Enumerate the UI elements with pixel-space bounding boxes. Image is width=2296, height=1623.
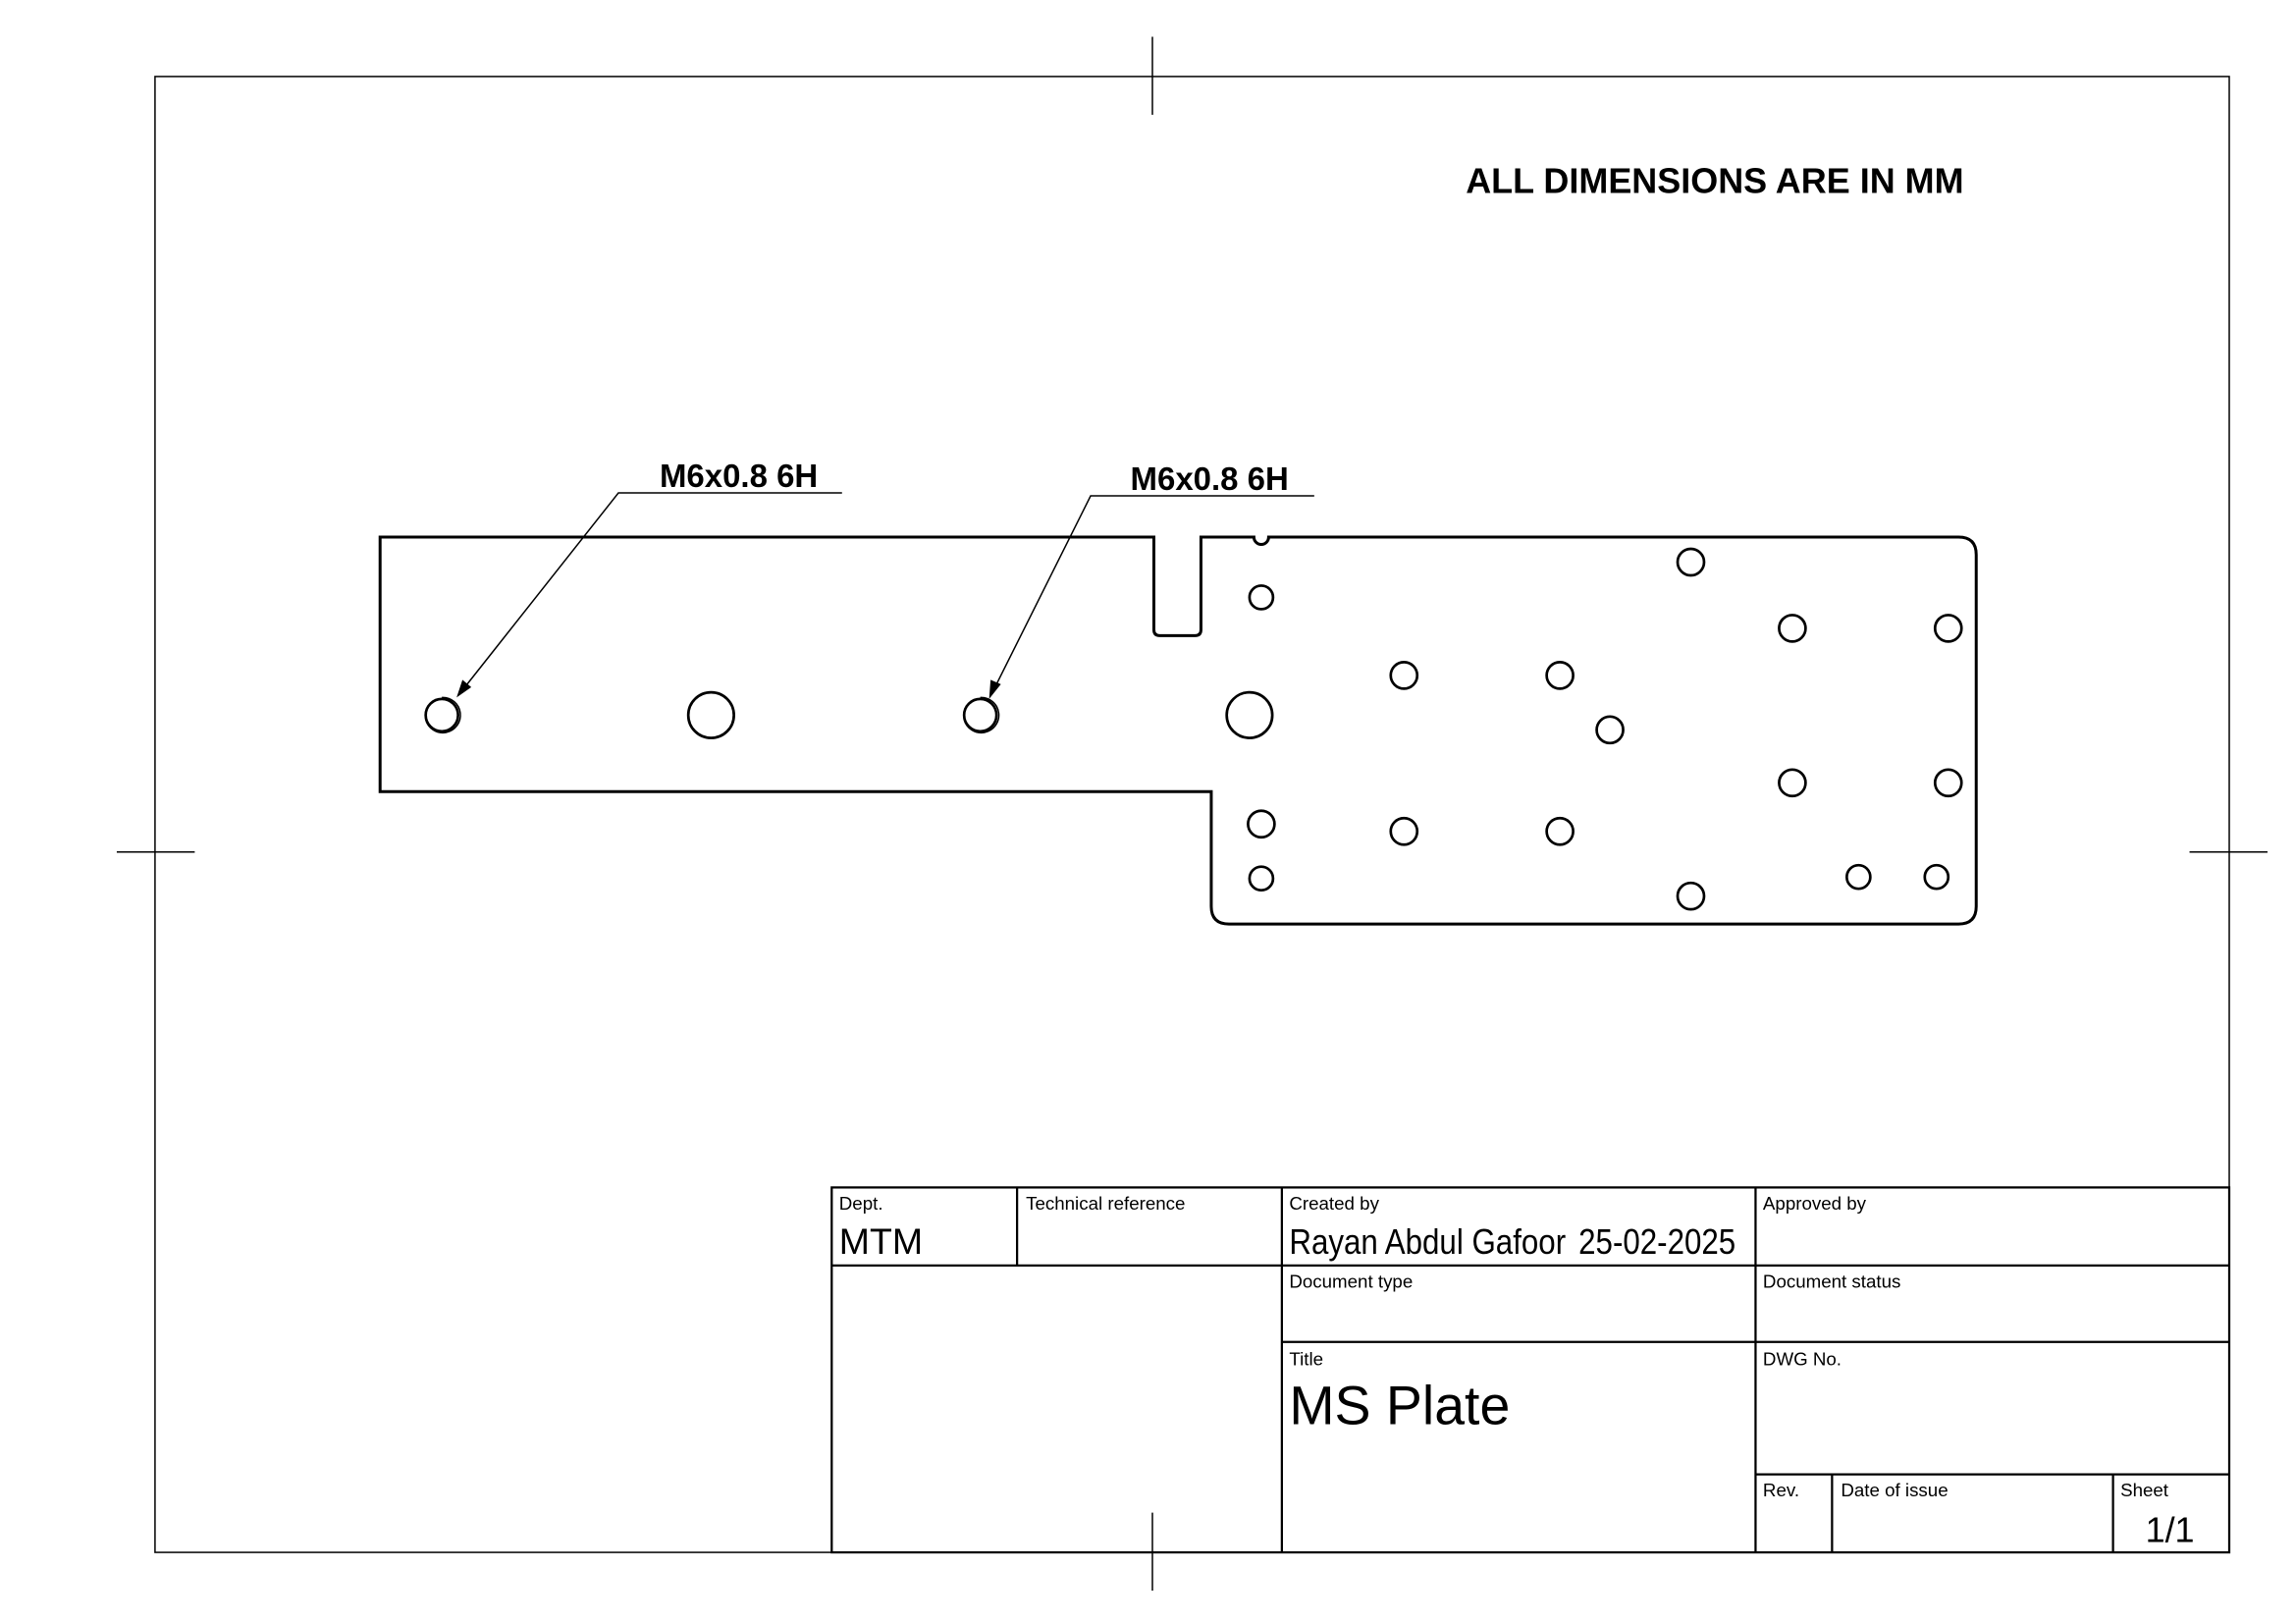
leader-arrow <box>988 679 1001 699</box>
hole <box>1778 614 1807 643</box>
holes <box>424 547 1963 911</box>
title-block-text: Dept. MTM Technical reference Created by… <box>839 1193 2195 1550</box>
rev-label: Rev. <box>1763 1480 1799 1500</box>
callout-1: M6x0.8 6H <box>456 458 842 698</box>
hole <box>1933 768 1963 798</box>
created-by-label: Created by <box>1289 1193 1379 1214</box>
title-label: Title <box>1289 1349 1323 1370</box>
sheet-border <box>154 76 2230 1553</box>
plate-outline <box>378 535 1978 926</box>
date-of-issue-label: Date of issue <box>1841 1480 1948 1500</box>
leader-arrow <box>456 679 472 698</box>
callout-2: M6x0.8 6H <box>988 460 1314 699</box>
hole <box>1389 816 1419 846</box>
hole <box>1545 816 1575 846</box>
hole <box>1545 661 1575 690</box>
hole <box>1248 865 1275 893</box>
title-value: MS Plate <box>1289 1376 1510 1436</box>
hole <box>1248 584 1275 611</box>
created-by-value: Rayan Abdul Gafoor <box>1289 1222 1566 1263</box>
hole <box>1225 690 1274 739</box>
title-block <box>830 1186 2231 1554</box>
thread-arc <box>963 696 1000 734</box>
hole <box>1389 661 1419 690</box>
created-date: 25-02-2025 <box>1578 1222 1735 1263</box>
units-note: ALL DIMENSIONS ARE IN MM <box>1466 160 1963 200</box>
dwg-no-label: DWG No. <box>1763 1349 1842 1370</box>
sheet-label: Sheet <box>2120 1480 2169 1500</box>
callout-label: M6x0.8 6H <box>1131 460 1289 497</box>
hole <box>1676 881 1706 911</box>
sheet-value: 1/1 <box>2146 1510 2195 1550</box>
approved-by-label: Approved by <box>1763 1193 1867 1214</box>
centering-marks <box>116 36 2268 1592</box>
hole <box>1933 614 1963 643</box>
tech-ref-label: Technical reference <box>1026 1193 1185 1214</box>
hole <box>1845 863 1872 891</box>
hole <box>1778 768 1807 798</box>
hole <box>686 690 735 739</box>
doc-status-label: Document status <box>1763 1271 1900 1291</box>
dept-label: Dept. <box>839 1193 883 1214</box>
created-by-line: Rayan Abdul Gafoor 25-02-2025 <box>1289 1222 1735 1263</box>
hole <box>1676 547 1706 577</box>
dept-value: MTM <box>839 1220 923 1262</box>
thread-arc <box>424 696 461 734</box>
callout-label: M6x0.8 6H <box>660 458 818 494</box>
threaded-hole <box>962 697 998 733</box>
hole <box>1595 715 1625 745</box>
doc-type-label: Document type <box>1289 1271 1413 1291</box>
hole <box>1923 863 1950 891</box>
hole <box>1247 809 1276 839</box>
threaded-hole <box>424 697 459 733</box>
